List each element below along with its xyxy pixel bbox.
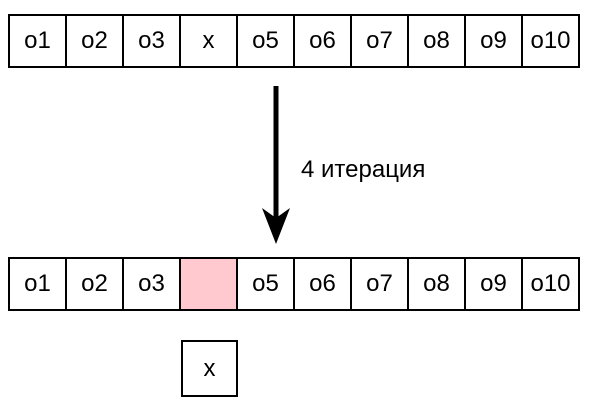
- array-cell: o5: [238, 16, 295, 66]
- array-cell: o3: [124, 259, 181, 309]
- array-cell: o9: [466, 16, 523, 66]
- array-cell: o3: [124, 16, 181, 66]
- array-cell: o10: [523, 259, 580, 309]
- array-cell: o6: [295, 259, 352, 309]
- array-cell: o1: [10, 259, 67, 309]
- down-arrow-icon: [262, 86, 290, 244]
- array-cell: o10: [523, 16, 580, 66]
- array-before: o1 o2 o3 x o5 o6 o7 o8 o9 o10: [8, 14, 580, 68]
- array-cell: o7: [352, 259, 409, 309]
- array-after: o1 o2 o3 o5 o6 o7 o8 o9 o10: [8, 257, 580, 311]
- array-cell: o8: [409, 259, 466, 309]
- iteration-label: 4 итерация: [301, 156, 426, 183]
- array-cell: o1: [10, 16, 67, 66]
- array-cell: o2: [67, 16, 124, 66]
- array-cell: o9: [466, 259, 523, 309]
- array-cell: o7: [352, 16, 409, 66]
- array-cell-current: x: [181, 16, 238, 66]
- extracted-element: x: [181, 340, 238, 397]
- array-cell: o8: [409, 16, 466, 66]
- array-cell-empty: [181, 259, 238, 309]
- array-cell: o5: [238, 259, 295, 309]
- array-cell: o6: [295, 16, 352, 66]
- array-cell: o2: [67, 259, 124, 309]
